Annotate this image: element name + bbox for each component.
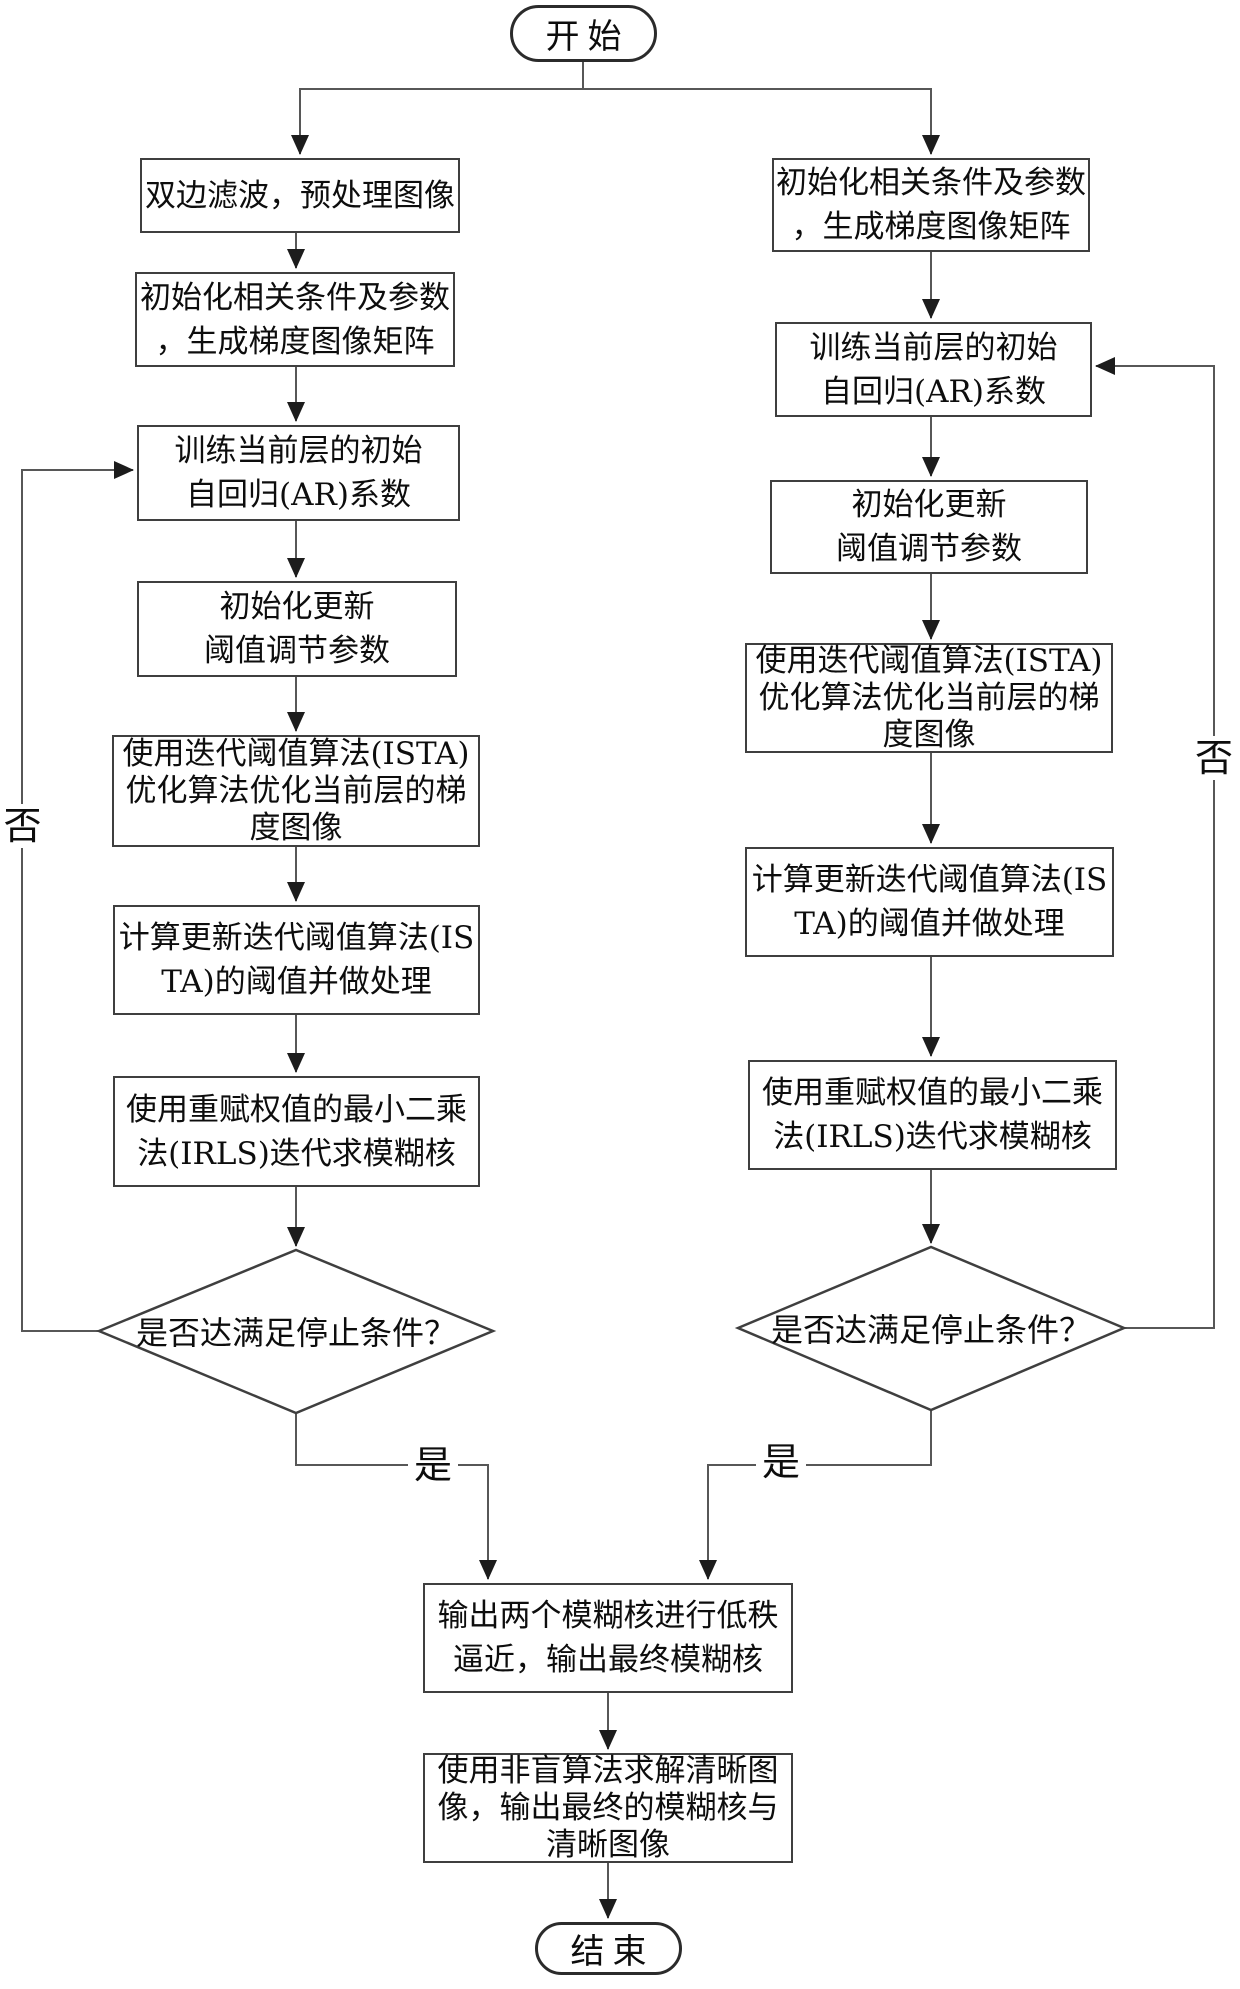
box-update-threshold-left: 计算更新迭代阈值算法(IS TA)的阈值并做处理 (113, 905, 480, 1015)
box-init-params-right: 初始化相关条件及参数 ，生成梯度图像矩阵 (772, 158, 1090, 252)
box-update-threshold-right: 计算更新迭代阈值算法(IS TA)的阈值并做处理 (745, 847, 1114, 957)
box-ista-optimize-left: 使用迭代阈值算法(ISTA) 优化算法优化当前层的梯 度图像 (112, 735, 480, 847)
edge-left-decision-yes (295, 1413, 497, 1580)
decision-diamond-right (734, 1245, 1128, 1412)
decision-stop-left-label: 是否达满足停止条件？ (135, 1314, 456, 1352)
edge-right-decision-yes (699, 1410, 932, 1580)
box-irls-kernel-left: 使用重赋权值的最小二乘 法(IRLS)迭代求模糊核 (113, 1076, 480, 1187)
label-no-right: 否 (1191, 736, 1237, 780)
box-nonblind-deblur: 使用非盲算法求解清晰图 像，输出最终的模糊核与 清晰图像 (423, 1753, 793, 1863)
edge-start-to-right (583, 88, 940, 155)
box-ista-optimize-right: 使用迭代阈值算法(ISTA) 优化算法优化当前层的梯 度图像 (745, 643, 1113, 753)
box-init-threshold-right: 初始化更新 阈值调节参数 (770, 480, 1088, 574)
box-init-threshold-left: 初始化更新 阈值调节参数 (137, 581, 457, 677)
end-node: 结束 (535, 1922, 682, 1975)
decision-stop-right-label: 是否达满足停止条件？ (770, 1311, 1091, 1349)
box-train-ar-right: 训练当前层的初始 自回归(AR)系数 (775, 322, 1092, 417)
label-yes-left: 是 (408, 1443, 458, 1487)
decision-diamond-left (95, 1248, 497, 1415)
box-low-rank-merge: 输出两个模糊核进行低秩 逼近，输出最终模糊核 (423, 1583, 793, 1693)
box-bilateral-filter-left: 双边滤波，预处理图像 (140, 158, 460, 233)
label-yes-right: 是 (756, 1440, 806, 1484)
box-train-ar-left: 训练当前层的初始 自回归(AR)系数 (137, 425, 460, 521)
box-init-params-left: 初始化相关条件及参数 ，生成梯度图像矩阵 (135, 272, 455, 367)
edge-right-decision-no-loop (1095, 357, 1215, 1329)
box-irls-kernel-right: 使用重赋权值的最小二乘 法(IRLS)迭代求模糊核 (748, 1060, 1117, 1170)
start-node: 开始 (510, 5, 657, 62)
label-no-left: 否 (0, 804, 45, 848)
edge-start-to-left (291, 88, 583, 155)
edge-left-decision-no-loop (21, 461, 134, 1332)
